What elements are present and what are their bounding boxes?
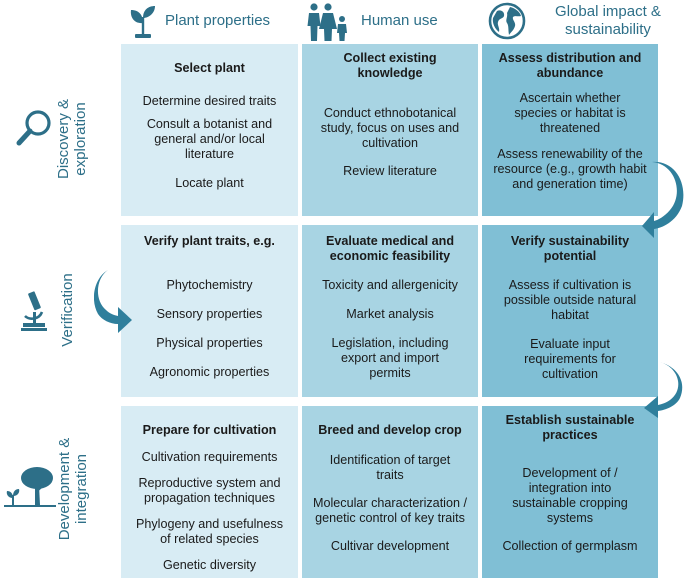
cell-item: Legislation, including export and import… xyxy=(331,336,449,380)
cell-title: Assess distribution and abundance xyxy=(498,51,642,80)
cell-item: Development of / integration into sustai… xyxy=(512,466,628,525)
row-label-verification: Verification xyxy=(59,240,77,380)
row-label-line1: Discovery & xyxy=(55,98,72,180)
cell-item: Determine desired traits xyxy=(142,94,277,108)
cell-item: Consult a botanist and general and/or lo… xyxy=(146,117,273,161)
row-label-development: Development & integration xyxy=(56,429,92,549)
cell-title: Breed and develop crop xyxy=(318,423,462,437)
cell-item: Genetic diversity xyxy=(162,558,257,572)
cell-item: Cultivation requirements xyxy=(141,450,278,464)
family-icon xyxy=(307,3,347,41)
cell-title: Collect existing knowledge xyxy=(343,51,437,80)
cell-item: Ascertain whether species or habitat is … xyxy=(514,91,626,135)
column-label: Human use xyxy=(361,12,438,29)
column-label: Plant properties xyxy=(165,12,271,29)
cell-item: Collection of germplasm xyxy=(502,539,638,553)
cell-collect-knowledge: Collect existing knowledge Conduct ethno… xyxy=(302,44,478,216)
globe-icon xyxy=(488,2,526,40)
row-label-text: Verification xyxy=(59,273,76,347)
flow-arrow-left-to-next-row-1 xyxy=(94,270,132,333)
cell-item: Review literature xyxy=(343,164,437,178)
column-header-plant-properties: Plant properties xyxy=(165,0,295,42)
flow-arrow-right-to-next-row xyxy=(642,161,684,238)
column-label-line2: sustainability xyxy=(565,21,651,38)
column-header-human-use: Human use xyxy=(361,0,471,42)
cell-item: Identification of target traits xyxy=(329,453,451,482)
row-label-line2: integration xyxy=(73,453,90,525)
cell-prepare-cultivation: Prepare for cultivation Cultivation requ… xyxy=(121,406,298,578)
cell-verify-plant-traits: Verify plant traits, e.g. Phytochemistry… xyxy=(121,225,298,397)
seedling-icon xyxy=(130,6,155,38)
cell-item: Physical properties xyxy=(156,336,263,350)
cell-item: Cultivar development xyxy=(330,539,450,553)
cell-title: Establish sustainable practices xyxy=(505,413,635,442)
row-label-line1: Development & xyxy=(56,437,73,541)
cell-item: Agronomic properties xyxy=(149,365,270,379)
column-label-line1: Global impact & xyxy=(555,3,661,20)
magnifier-icon xyxy=(16,110,51,146)
cell-assess-distribution: Assess distribution and abundance Ascert… xyxy=(482,44,658,216)
flow-arrow-right-to-next-row-2 xyxy=(644,362,683,418)
cell-title: Verify plant traits, e.g. xyxy=(144,234,275,248)
cell-title: Select plant xyxy=(174,61,245,75)
cell-verify-sustainability: Verify sustainability potential Assess i… xyxy=(482,225,658,397)
cell-item: Assess if cultivation is possible outsid… xyxy=(503,278,637,322)
cell-item: Market analysis xyxy=(346,307,434,321)
cell-item: Molecular characterization / genetic con… xyxy=(313,496,467,525)
microscope-icon xyxy=(21,291,47,331)
cell-title: Verify sustainability potential xyxy=(510,234,630,263)
cell-sustainable-practices: Establish sustainable practices Developm… xyxy=(482,406,658,578)
cell-select-plant: Select plant Determine desired traits Co… xyxy=(121,44,298,216)
cell-item: Phytochemistry xyxy=(166,278,253,292)
row-label-line2: exploration xyxy=(72,102,89,176)
cell-item: Toxicity and allergenicity xyxy=(322,278,458,292)
row-label-discovery: Discovery & exploration xyxy=(55,84,91,194)
cell-item: Assess renewability of the resource (e.g… xyxy=(493,147,647,191)
cell-item: Phylogeny and usefulness of related spec… xyxy=(135,517,284,546)
cell-item: Conduct ethnobotanical study, focus on u… xyxy=(320,106,460,150)
cell-evaluate-feasibility: Evaluate medical and economic feasibilit… xyxy=(302,225,478,397)
cell-item: Reproductive system and propagation tech… xyxy=(138,476,281,505)
cell-title: Prepare for cultivation xyxy=(142,423,277,437)
cell-item: Locate plant xyxy=(175,176,244,190)
column-header-global-impact: Global impact & sustainability xyxy=(533,0,683,42)
cell-item: Sensory properties xyxy=(156,307,263,321)
trees-icon xyxy=(4,467,56,507)
cell-item: Evaluate input requirements for cultivat… xyxy=(524,337,616,381)
cell-breed-develop-crop: Breed and develop crop Identification of… xyxy=(302,406,478,578)
cell-title: Evaluate medical and economic feasibilit… xyxy=(325,234,455,263)
